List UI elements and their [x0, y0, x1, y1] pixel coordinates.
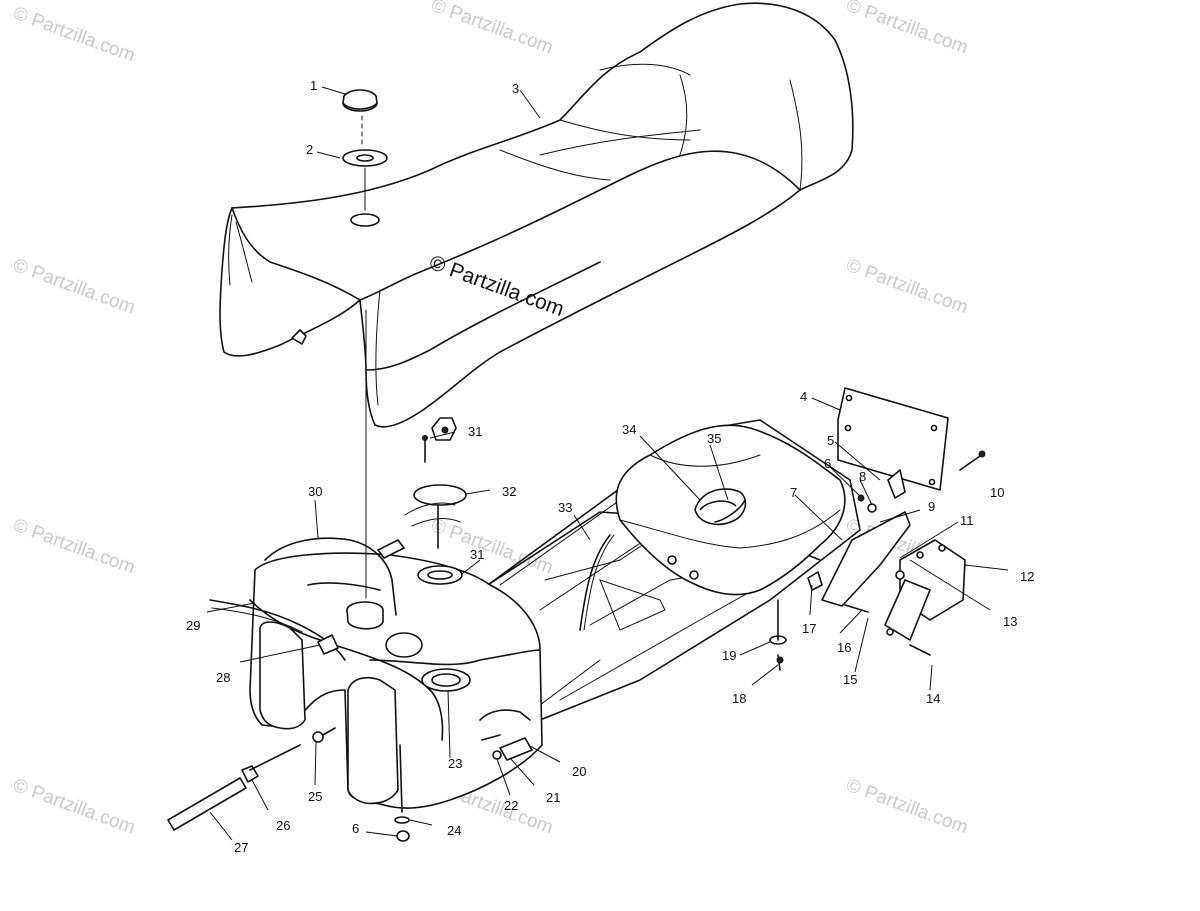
callout-27: 27: [234, 840, 248, 855]
callout-20: 20: [572, 764, 586, 779]
callout-25: 25: [308, 789, 322, 804]
watermark-top-right: © Partzilla.com: [843, 0, 970, 58]
callout-11: 11: [960, 513, 974, 528]
callout-28: 28: [216, 670, 230, 685]
callout-3: 3: [512, 81, 519, 96]
watermark-bottom-right: © Partzilla.com: [843, 775, 970, 839]
seat-drawing: [219, 2, 854, 441]
callout-26: 26: [276, 818, 290, 833]
callout-14: 14: [926, 691, 940, 706]
callout-21: 21: [546, 790, 560, 805]
fuel-tank-drawing: [167, 309, 543, 842]
watermark-lower-left: © Partzilla.com: [10, 515, 137, 579]
callout-22: 22: [504, 798, 518, 813]
callout-19: 19: [722, 648, 736, 663]
leader-lines: [206, 86, 1009, 841]
callout-1: 1: [310, 78, 317, 93]
watermark-bottom-left: © Partzilla.com: [10, 775, 137, 839]
callout-35: 35: [707, 431, 721, 446]
callout-31b: 31: [470, 547, 484, 562]
callout-12: 12: [1020, 569, 1034, 584]
callout-17: 17: [802, 621, 816, 636]
callout-34: 34: [622, 422, 636, 437]
callout-30: 30: [308, 484, 322, 499]
callout-33: 33: [558, 500, 572, 515]
watermark-top-left: © Partzilla.com: [10, 3, 137, 67]
callout-4: 4: [800, 389, 807, 404]
callout-2: 2: [306, 142, 313, 157]
callout-24: 24: [447, 823, 461, 838]
watermark-top-center: © Partzilla.com: [428, 0, 555, 58]
callout-6b: 6: [352, 821, 359, 836]
callout-23: 23: [448, 756, 462, 771]
callout-labels: 1 2 3 4 5 6 7 8 9 10 11 12 13 14 15 16 1…: [186, 78, 1034, 855]
callout-8: 8: [859, 469, 866, 484]
frame-drawing: [469, 387, 986, 721]
callout-15: 15: [843, 672, 857, 687]
callout-13: 13: [1003, 614, 1017, 629]
callout-5: 5: [827, 433, 834, 448]
fuel-cap-parts: [342, 89, 388, 211]
callout-6a: 6: [824, 456, 831, 471]
watermark-mid-left: © Partzilla.com: [10, 255, 137, 319]
callout-16: 16: [837, 640, 851, 655]
callout-18: 18: [732, 691, 746, 706]
callout-10: 10: [990, 485, 1004, 500]
callout-9: 9: [928, 499, 935, 514]
callout-7: 7: [790, 485, 797, 500]
callout-32: 32: [502, 484, 516, 499]
watermark-mid-right: © Partzilla.com: [843, 255, 970, 319]
callout-31a: 31: [468, 424, 482, 439]
callout-29: 29: [186, 618, 200, 633]
